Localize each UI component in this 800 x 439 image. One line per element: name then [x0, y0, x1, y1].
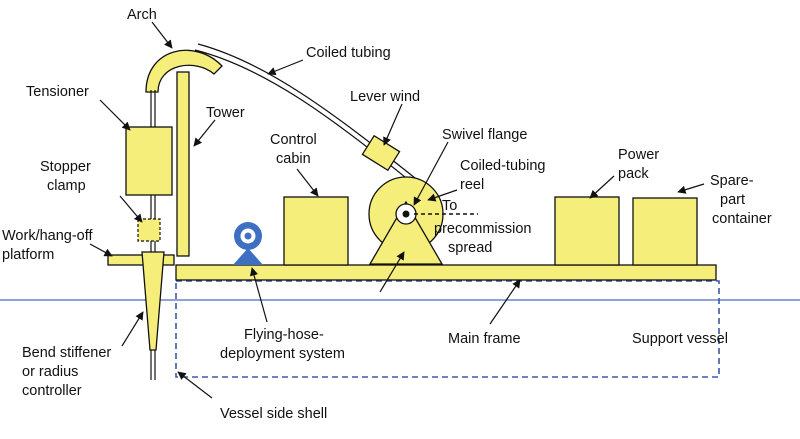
spare-part-leader: [677, 183, 705, 194]
stopper-clamp-label-2: clamp: [47, 178, 86, 194]
to-precommission-label-2: precommission: [434, 221, 532, 237]
bend-stiffener: [141, 251, 165, 351]
lever-wind-leader: [383, 103, 403, 146]
coiled-tubing-reel-leader: [427, 189, 458, 202]
stopper-clamp: [137, 218, 161, 242]
control-cabin-leader: [296, 168, 319, 197]
reel-axle: [402, 210, 410, 218]
work-platform-leader: [89, 243, 113, 257]
coiled-tubing-label: Coiled tubing: [306, 45, 391, 61]
coiled-tubing-reel-label-1: Coiled-tubing: [460, 158, 545, 174]
spare-part-label-1: Spare-: [710, 173, 754, 189]
flying-hose-stand: [233, 248, 263, 265]
arch-label: Arch: [127, 7, 157, 23]
coiled-tubing-leader: [267, 59, 304, 76]
vessel-side-shell-leader: [177, 371, 213, 399]
spare-part-container: [632, 197, 698, 266]
support-vessel-outline: [175, 280, 720, 378]
flying-hose-label-1: Flying-hose-: [244, 327, 324, 343]
swivel-flange-label: Swivel flange: [442, 127, 527, 143]
spare-part-label-2: part: [720, 192, 745, 208]
spare-part-label-3: container: [712, 211, 772, 227]
tensioner-label: Tensioner: [26, 84, 89, 100]
work-platform-label-2: platform: [2, 247, 54, 263]
stopper-clamp-leader: [119, 195, 143, 223]
flying-hose-label-2: deployment system: [220, 346, 345, 362]
main-frame-label: Main frame: [448, 331, 521, 347]
control-cabin-label-2: cabin: [276, 151, 311, 167]
power-pack-label-2: pack: [618, 166, 649, 182]
coiled-tubing-reel-label-2: reel: [460, 177, 484, 193]
tensioner-leader: [99, 99, 131, 131]
to-precommission-label-1: To: [442, 198, 457, 214]
bend-stiffener-label-2: or radius: [22, 364, 78, 380]
power-pack-label-1: Power: [618, 147, 659, 163]
tower: [176, 71, 190, 257]
bend-stiffener-label-1: Bend stiffener: [22, 345, 111, 361]
arch: [145, 49, 223, 93]
control-cabin: [283, 196, 349, 266]
control-cabin-label-1: Control: [270, 132, 317, 148]
stopper-clamp-label-1: Stopper: [40, 159, 91, 175]
power-pack: [554, 196, 620, 266]
tower-label: Tower: [206, 105, 245, 121]
main-frame: [175, 264, 717, 281]
support-vessel-label: Support vessel: [632, 331, 728, 347]
bend-stiffener-leader: [121, 311, 144, 347]
swivel-flange-leader: [413, 141, 449, 206]
arch-leader: [151, 21, 173, 49]
lever-wind-label: Lever wind: [350, 89, 420, 105]
work-platform-label-1: Work/hang-off: [2, 228, 94, 244]
to-precommission-label-3: spread: [448, 240, 492, 256]
flying-hose-drum-core: [244, 232, 252, 240]
tensioner: [125, 126, 173, 196]
stand-leader: [379, 251, 405, 293]
power-pack-leader: [589, 175, 615, 199]
flying-hose-leader: [249, 267, 268, 323]
bend-stiffener-label-3: controller: [22, 383, 82, 399]
vessel-side-shell-label: Vessel side shell: [220, 406, 327, 422]
work-hang-off-platform: [107, 254, 175, 266]
reel-stand: [368, 200, 444, 265]
tower-leader: [193, 119, 216, 147]
main-frame-leader: [489, 279, 521, 325]
